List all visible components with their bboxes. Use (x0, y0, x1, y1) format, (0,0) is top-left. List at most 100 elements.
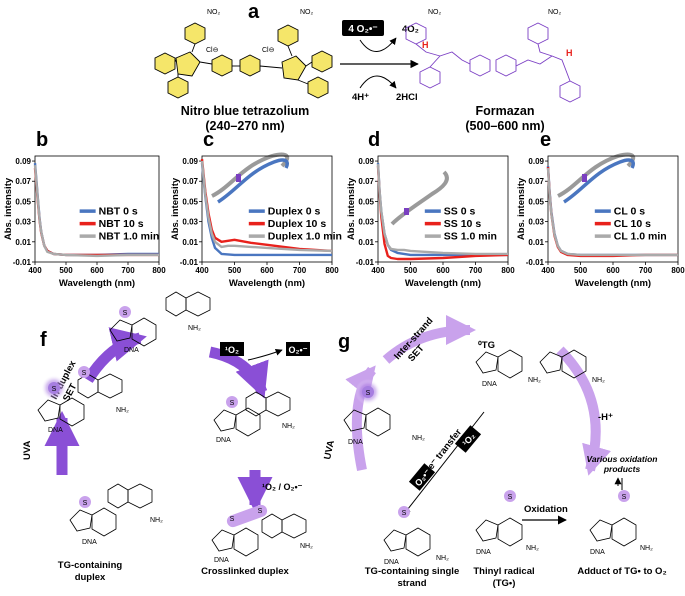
start-label-g-2: strand (397, 578, 426, 589)
singlet-o2-box-g (454, 425, 482, 453)
x-tick-label-c: 700 (293, 266, 307, 275)
adduct-label-g: Adduct of TG• to O₂ (577, 566, 666, 577)
legend-label-c-1: Duplex 10 s (268, 218, 327, 230)
panel-label-d: d (368, 129, 380, 151)
uva-label-f: UVA (22, 441, 33, 460)
x-tick-label-c: 500 (228, 266, 242, 275)
dna-label-g-4: DNA (476, 549, 491, 556)
x-axis-label-b: Wavelength (nm) (59, 278, 135, 289)
nh2-label-g-1: NH₂ (412, 435, 425, 442)
x-axis-label-d: Wavelength (nm) (405, 278, 481, 289)
x-tick-label-d: 600 (436, 266, 450, 275)
x-tick-label-d: 500 (404, 266, 418, 275)
legend-label-b-1: NBT 10 s (99, 218, 144, 230)
panel-label-g: g (338, 331, 350, 353)
dna-strand-blue-c (217, 158, 289, 204)
hydrogen-right: H (566, 48, 573, 58)
x-tick-label-e: 600 (606, 266, 620, 275)
no2-right: NO₂ (300, 9, 314, 16)
disulfide-f (226, 504, 268, 528)
y-tick-label-c: 0.07 (182, 177, 198, 186)
nh2-label-f-1: NH₂ (150, 517, 163, 524)
dna-duplex-illustration-e (557, 152, 636, 204)
sulfur-label-f-6: S (230, 516, 235, 523)
y-tick-label-e: -0.01 (526, 258, 545, 267)
reagent-box (342, 20, 384, 36)
oxidation-label-g: Oxidation (524, 504, 568, 515)
y-tick-label-d: 0.09 (358, 157, 374, 166)
x-tick-label-c: 400 (195, 266, 209, 275)
sulfur-f-2 (48, 382, 60, 394)
nh2-label-g-2: NH₂ (528, 377, 541, 384)
dna-strand-blue-e (563, 158, 635, 204)
set-arrow-f (83, 327, 147, 383)
no2-formazan-right: NO₂ (548, 9, 562, 16)
various-label-g-2: products (603, 464, 641, 474)
y-tick-label-d: 0.03 (358, 218, 374, 227)
end-label-f: Crosslinked duplex (201, 566, 289, 577)
y-tick-label-e: 0.01 (528, 238, 544, 247)
plot-frame-b (34, 155, 160, 263)
sulfur-label-g-1: S (366, 390, 371, 397)
x-tick-label-d: 700 (469, 266, 483, 275)
superoxide-box-g (408, 463, 436, 491)
legend-label-c-2: Duplex 1.0 min (268, 231, 342, 243)
dna-label-g-1: DNA (348, 439, 363, 446)
o2-step-f: ¹O₂ / O₂•⁻ (262, 482, 303, 492)
panel-label-b: b (36, 129, 48, 151)
y-tick-label-b: 0.01 (15, 238, 31, 247)
y-tick-label-d: 0.01 (358, 238, 374, 247)
h-loss-label-g: -H⁺ (598, 412, 613, 423)
uv-vis-charts: b 400 500 600 700 800 -0.01 0.01 0.03 0.05 0.07 0.0… (3, 129, 685, 289)
sulfur-f-1 (79, 496, 91, 508)
reagent-top: 4 O₂•⁻ (348, 24, 377, 35)
sulfur-label-g-2: S (402, 510, 407, 517)
reactant-name: Nitro blue tetrazolium (181, 104, 309, 118)
legend-label-d-2: SS 1.0 min (444, 231, 497, 243)
x-tick-label-b: 400 (28, 266, 42, 275)
sulfur-label-f-2: S (52, 386, 57, 393)
sulfur-label-f-1: S (83, 500, 88, 507)
singlet-o2-f: ¹O₂ (225, 345, 239, 355)
product-top: 4O₂ (402, 24, 419, 35)
sulfur-f-3 (78, 366, 90, 378)
scheme-g: g UVA Inter-strand SET ⁰TG -H⁺ e⁻ transf… (322, 315, 667, 589)
radical-label-g-1: Thinyl radical (473, 566, 534, 577)
o2-conversion-arrow-f (247, 348, 283, 361)
legend-label-b-2: NBT 1.0 min (99, 231, 160, 243)
y-tick-label-e: 0.03 (528, 218, 544, 227)
sulfur-g-3 (504, 490, 516, 502)
reagent-bottom: 4H⁺ (352, 92, 369, 103)
nh2-label-g-4: NH₂ (436, 555, 449, 562)
legend-label-e-0: CL 0 s (614, 206, 645, 218)
tg-site-marker-d (404, 208, 409, 215)
sulfur-f-5 (226, 396, 238, 408)
tg-site-marker-e (582, 174, 587, 182)
x-tick-label-e: 800 (671, 266, 685, 275)
y-axis-label-c: Abs. intensity (170, 177, 181, 240)
x-tick-label-c: 800 (325, 266, 339, 275)
nh2-label-g-3: NH₂ (592, 377, 605, 384)
series-line-b-2 (33, 165, 159, 258)
x-tick-label-e: 500 (574, 266, 588, 275)
nh2-label-f-3: NH₂ (188, 325, 201, 332)
sulfur-g-2 (398, 506, 410, 518)
product-range: (500–600 nm) (465, 119, 544, 133)
x-tick-label-e: 400 (541, 266, 555, 275)
y-tick-label-c: 0.03 (182, 218, 198, 227)
series-line-e-2 (546, 168, 678, 257)
y-tick-label-b: 0.09 (15, 157, 31, 166)
y-tick-label-e: 0.05 (528, 197, 544, 206)
nh2-label-g-5: NH₂ (526, 545, 539, 552)
dna-label-g-5: DNA (590, 549, 605, 556)
x-axis-label-e: Wavelength (nm) (575, 278, 651, 289)
dna-label-f-5: DNA (214, 557, 229, 564)
nh2-label-f-5: NH₂ (300, 543, 313, 550)
tg-site-marker-c (236, 174, 241, 182)
dna-label-f-3: DNA (124, 347, 139, 354)
y-tick-label-b: 0.07 (15, 177, 31, 186)
scheme-a: a NO₂ (154, 1, 581, 133)
superoxide-f: O₂•⁻ (289, 345, 308, 355)
h-loss-arrow-g (556, 346, 612, 476)
